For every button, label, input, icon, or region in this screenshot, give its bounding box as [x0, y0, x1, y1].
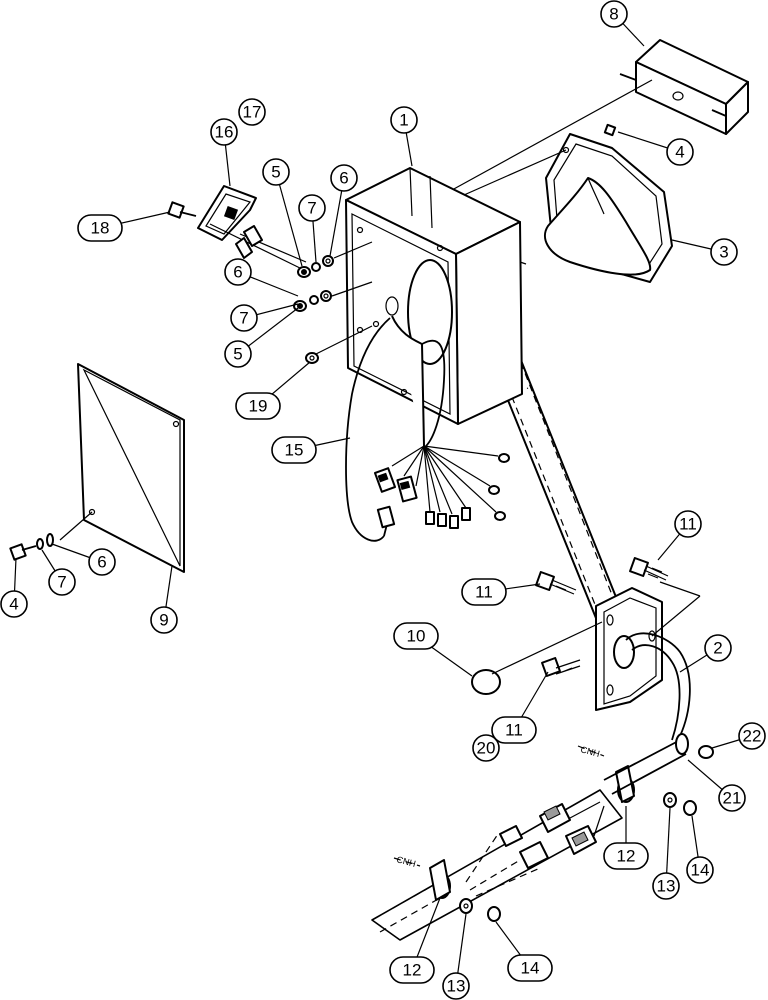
callout-11-label: 11 [505, 721, 523, 740]
callout-13-label: 13 [447, 977, 466, 996]
callout-bubble [507, 954, 553, 982]
bracket-plate-part [595, 581, 701, 711]
lower-harness-part: CNH CNH [371, 733, 714, 941]
callout-bubble [150, 606, 178, 634]
connector-block-part [197, 185, 307, 271]
callout-12-label: 12 [403, 961, 422, 980]
cable-tag-upper: CNH [579, 744, 600, 759]
callout-bubble [77, 214, 123, 242]
callout-4-label: 4 [9, 595, 18, 614]
callout-bubble [298, 194, 326, 222]
callout-bubble [472, 734, 500, 762]
callout-bubble [718, 784, 746, 812]
callout-bubble [666, 138, 694, 166]
bolt-4-part [9, 533, 54, 561]
callout-bubble [461, 578, 507, 606]
callout-bubble [442, 972, 470, 1000]
callout-bubble [390, 106, 418, 134]
housing-box-part [345, 167, 527, 425]
callout-14-label: 14 [691, 861, 710, 880]
plug-10-part [471, 621, 603, 695]
callout-bubble [491, 716, 537, 744]
callout-6-label: 6 [97, 553, 106, 572]
callout-9-label: 9 [159, 611, 168, 630]
callout-10-label: 10 [407, 627, 426, 646]
callout-bubble [738, 722, 766, 750]
bolts-11-part [535, 557, 669, 677]
cone-mount-part [543, 133, 673, 283]
callout-bubble [210, 118, 238, 146]
callout-bubble [603, 842, 649, 870]
callout-5-label: 5 [271, 163, 280, 182]
callout-bubble [393, 622, 439, 650]
callout-bubble [674, 510, 702, 538]
callout-11-label: 11 [679, 515, 697, 534]
callout-bubble [88, 548, 116, 576]
callout-12-label: 12 [617, 847, 636, 866]
callout-bubble [224, 340, 252, 368]
callout-bubble [704, 634, 732, 662]
callout-13-label: 13 [657, 877, 676, 896]
cable-tag-lower: CNH [395, 854, 416, 869]
callout-bubble [330, 164, 358, 192]
callout-bubble [262, 158, 290, 186]
callout-3-label: 3 [719, 243, 728, 262]
hardware-parts [293, 123, 617, 364]
callout-leader [275, 171, 303, 267]
callout-bubble [600, 0, 628, 28]
cover-plate-part [59, 363, 185, 573]
callout-16-label: 16 [215, 123, 234, 142]
callout-bubble [238, 98, 266, 126]
callout-15-label: 15 [285, 441, 304, 460]
callout-2-label: 2 [713, 639, 722, 658]
wiring-harness-part [345, 315, 510, 542]
callout-bubble [224, 258, 252, 286]
callout-22-label: 22 [743, 727, 762, 746]
callout-bubble [0, 590, 28, 618]
callout-bubble [230, 304, 258, 332]
callout-4-label: 4 [675, 143, 684, 162]
callout-11-label: 11 [475, 583, 493, 602]
callout-bubble [652, 872, 680, 900]
callout-8-label: 8 [609, 5, 618, 24]
callout-7-label: 7 [307, 199, 316, 218]
callout-19-label: 19 [249, 397, 268, 416]
callout-21-label: 21 [723, 789, 742, 808]
callout-17-label: 17 [243, 103, 262, 122]
lamp-bar-part [619, 39, 749, 135]
screw-18-part [167, 201, 197, 219]
callout-bubble [271, 436, 317, 464]
callout-5-label: 5 [233, 345, 242, 364]
callout-20-label: 20 [477, 739, 496, 758]
callout-1-label: 1 [399, 111, 408, 130]
callout-6-label: 6 [339, 169, 348, 188]
callout-7-label: 7 [57, 573, 66, 592]
callout-bubble [235, 392, 281, 420]
callout-7-label: 7 [239, 309, 248, 328]
callout-bubble [686, 856, 714, 884]
callout-6-label: 6 [233, 263, 242, 282]
callout-14-label: 14 [521, 959, 540, 978]
callout-bubble [389, 956, 435, 984]
callout-bubble [48, 568, 76, 596]
callout-18-label: 18 [91, 219, 110, 238]
callout-bubble [710, 238, 738, 266]
